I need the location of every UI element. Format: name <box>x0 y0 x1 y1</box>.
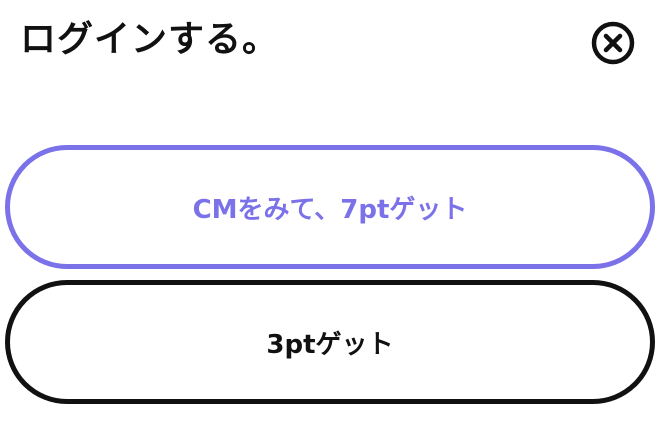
close-circle-icon <box>591 21 635 65</box>
close-button[interactable] <box>590 20 636 66</box>
get-points-button[interactable]: 3ptゲット <box>5 280 655 404</box>
dialog-title: ログインする。 <box>20 19 280 60</box>
watch-cm-button[interactable]: CMをみて、7ptゲット <box>5 145 655 269</box>
